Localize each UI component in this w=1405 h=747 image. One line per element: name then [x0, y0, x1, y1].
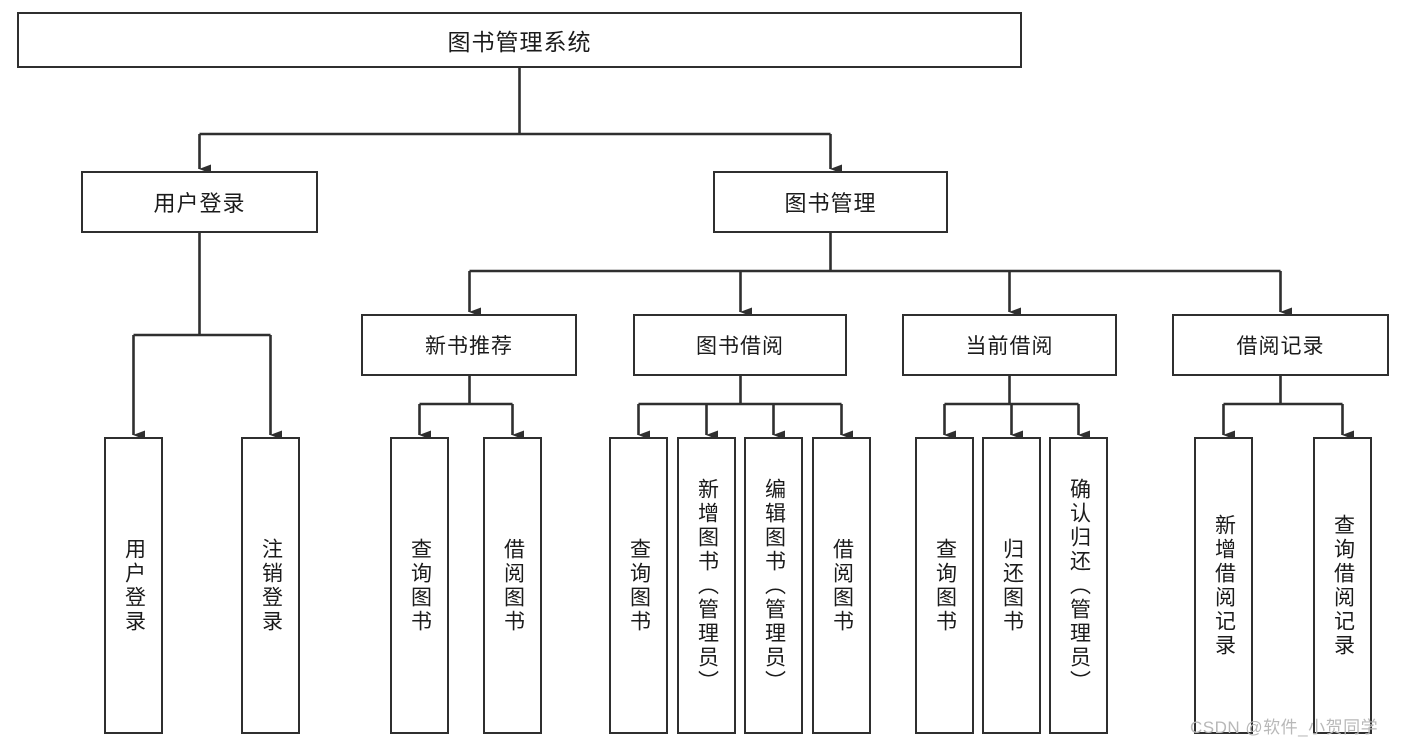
node-current-borrow-label: 当前借阅: [965, 335, 1054, 358]
leaf-query-book-recommend[interactable]: 查询图书: [390, 437, 449, 734]
leaf-query-book-current[interactable]: 查询图书: [915, 437, 974, 734]
node-book-borrow-label: 图书借阅: [696, 335, 784, 358]
node-borrow-record[interactable]: 借阅记录: [1172, 314, 1389, 376]
node-root[interactable]: 图书管理系统: [17, 12, 1022, 68]
leaf-label: 新增借阅记录: [1212, 513, 1236, 658]
node-root-label: 图书管理系统: [447, 29, 592, 55]
node-new-book-recommend-label: 新书推荐: [425, 335, 513, 358]
leaf-label: 用户登录: [122, 537, 146, 634]
leaf-query-book-borrow[interactable]: 查询图书: [609, 437, 668, 734]
leaf-add-borrow-record[interactable]: 新增借阅记录: [1194, 437, 1253, 734]
leaf-label: 查询图书: [408, 537, 432, 634]
leaf-label: 查询借阅记录: [1331, 513, 1355, 658]
leaf-return-book[interactable]: 归还图书: [982, 437, 1041, 734]
leaf-user-login[interactable]: 用户登录: [104, 437, 163, 734]
leaf-borrow-book-recommend[interactable]: 借阅图书: [483, 437, 542, 734]
watermark: CSDN @软件_小贺同学: [1190, 718, 1379, 737]
leaf-label: 确认归还（管理员）: [1067, 477, 1091, 694]
leaf-logout[interactable]: 注销登录: [241, 437, 300, 734]
leaf-add-book-admin[interactable]: 新增图书（管理员）: [677, 437, 736, 734]
node-book-management[interactable]: 图书管理: [713, 171, 948, 233]
leaf-label: 归还图书: [1000, 537, 1024, 634]
leaf-confirm-return-admin[interactable]: 确认归还（管理员）: [1049, 437, 1108, 734]
leaf-label: 查询图书: [627, 537, 651, 634]
leaf-label: 借阅图书: [501, 537, 525, 634]
leaf-edit-book-admin[interactable]: 编辑图书（管理员）: [744, 437, 803, 734]
leaf-label: 注销登录: [259, 537, 283, 634]
leaf-label: 新增图书（管理员）: [695, 477, 719, 694]
leaf-label: 借阅图书: [830, 537, 854, 634]
node-user-login[interactable]: 用户登录: [81, 171, 318, 233]
leaf-label: 编辑图书（管理员）: [762, 477, 786, 694]
leaf-label: 查询图书: [933, 537, 957, 634]
node-borrow-record-label: 借阅记录: [1236, 335, 1325, 358]
leaf-query-borrow-record[interactable]: 查询借阅记录: [1313, 437, 1372, 734]
node-current-borrow[interactable]: 当前借阅: [902, 314, 1117, 376]
node-book-borrow[interactable]: 图书借阅: [633, 314, 847, 376]
leaf-borrow-book[interactable]: 借阅图书: [812, 437, 871, 734]
node-new-book-recommend[interactable]: 新书推荐: [361, 314, 577, 376]
node-book-management-label: 图书管理: [784, 191, 877, 216]
node-user-login-label: 用户登录: [153, 191, 246, 216]
